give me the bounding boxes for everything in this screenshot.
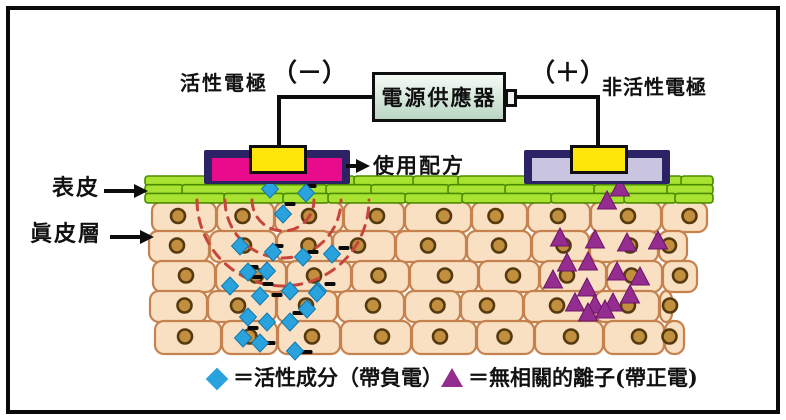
active-electrode-connector <box>249 145 307 174</box>
wire-left-vertical <box>277 95 281 150</box>
inactive-electrode-label: 非活性電極 <box>602 75 707 99</box>
dermis-arrow-head <box>140 230 154 244</box>
epidermis-arrow-head <box>134 184 148 198</box>
wire-right-horizontal <box>515 95 599 99</box>
active-electrode-label: 活性電極 <box>180 71 268 95</box>
legend-triangle-icon <box>441 368 463 387</box>
inactive-electrode-connector <box>570 145 628 174</box>
active-ingredient-diamonds <box>220 179 342 361</box>
power-supply-label: 電源供應器 <box>381 85 497 110</box>
positive-sign-label: （＋） <box>530 58 606 87</box>
wire-right-vertical <box>596 95 600 150</box>
dermis-label: 眞皮層 <box>30 221 103 247</box>
epidermis-arrow-line <box>104 189 136 193</box>
legend-active-ingredient-label: ＝活性成分（帶負電） <box>233 365 443 390</box>
dermis-arrow-line <box>110 235 142 239</box>
field-arcs <box>195 198 371 288</box>
applied-formula-label: 使用配方 <box>373 153 465 178</box>
legend-unrelated-ions-label: ＝無相關的離子(帶正電) <box>468 365 698 390</box>
power-supply-terminal <box>505 89 517 107</box>
ion-triangles <box>542 176 669 322</box>
power-supply-box: 電源供應器 <box>372 72 506 122</box>
formula-arrow-head <box>356 159 370 173</box>
formula-arrow-line <box>346 164 357 168</box>
epidermis-label: 表皮 <box>52 175 101 201</box>
wire-left-horizontal <box>277 95 374 99</box>
negative-sign-label: （－） <box>272 58 348 87</box>
